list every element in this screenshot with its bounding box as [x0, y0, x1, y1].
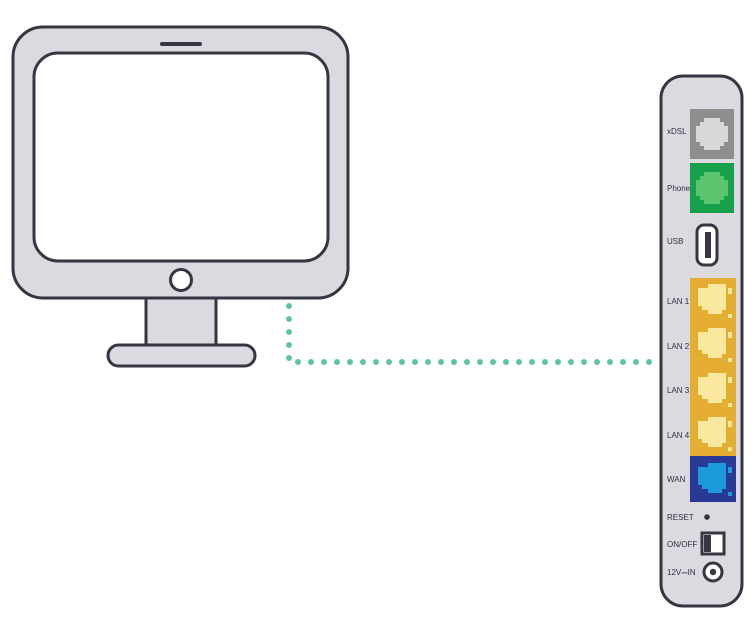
- ethernet-port-icon: [698, 463, 726, 493]
- power-switch-rocker: [704, 535, 711, 552]
- onoff-label: ON/OFF: [667, 540, 697, 549]
- router-icon: xDSL Phone USB LAN 1 LAN 2 LAN 3: [659, 74, 744, 608]
- usb-label: USB: [667, 237, 683, 246]
- lan-port-2: LAN 2: [667, 328, 732, 362]
- lan2-label: LAN 2: [667, 342, 690, 351]
- reset-label: RESET: [667, 513, 694, 522]
- lan3-label: LAN 3: [667, 386, 690, 395]
- lan-port-3: LAN 3: [667, 373, 732, 407]
- xdsl-jack-icon: [696, 118, 728, 150]
- monitor-power-button: [169, 268, 193, 292]
- phone-jack-icon: [696, 172, 728, 204]
- monitor-base: [106, 343, 257, 368]
- monitor-neck: [144, 296, 218, 350]
- power-label: 12V⎓IN: [667, 568, 696, 577]
- xdsl-label: xDSL: [667, 127, 687, 136]
- usb-port-tongue: [705, 232, 711, 258]
- lan-port-1: LAN 1: [667, 284, 732, 318]
- phone-label: Phone: [667, 184, 691, 193]
- lan1-label: LAN 1: [667, 297, 690, 306]
- lan-port-4: LAN 4: [667, 417, 732, 451]
- ethernet-port-icon: [698, 417, 726, 447]
- monitor-camera: [160, 42, 202, 46]
- ethernet-port-icon: [698, 328, 726, 358]
- lan4-label: LAN 4: [667, 431, 690, 440]
- ethernet-port-icon: [698, 373, 726, 403]
- monitor-screen: [32, 51, 330, 263]
- dc-jack-pin: [709, 568, 717, 576]
- ethernet-cable: [286, 303, 655, 365]
- ethernet-port-icon: [698, 284, 726, 314]
- reset-button: [704, 514, 710, 520]
- wan-label: WAN: [667, 475, 686, 484]
- monitor-icon: [11, 25, 350, 368]
